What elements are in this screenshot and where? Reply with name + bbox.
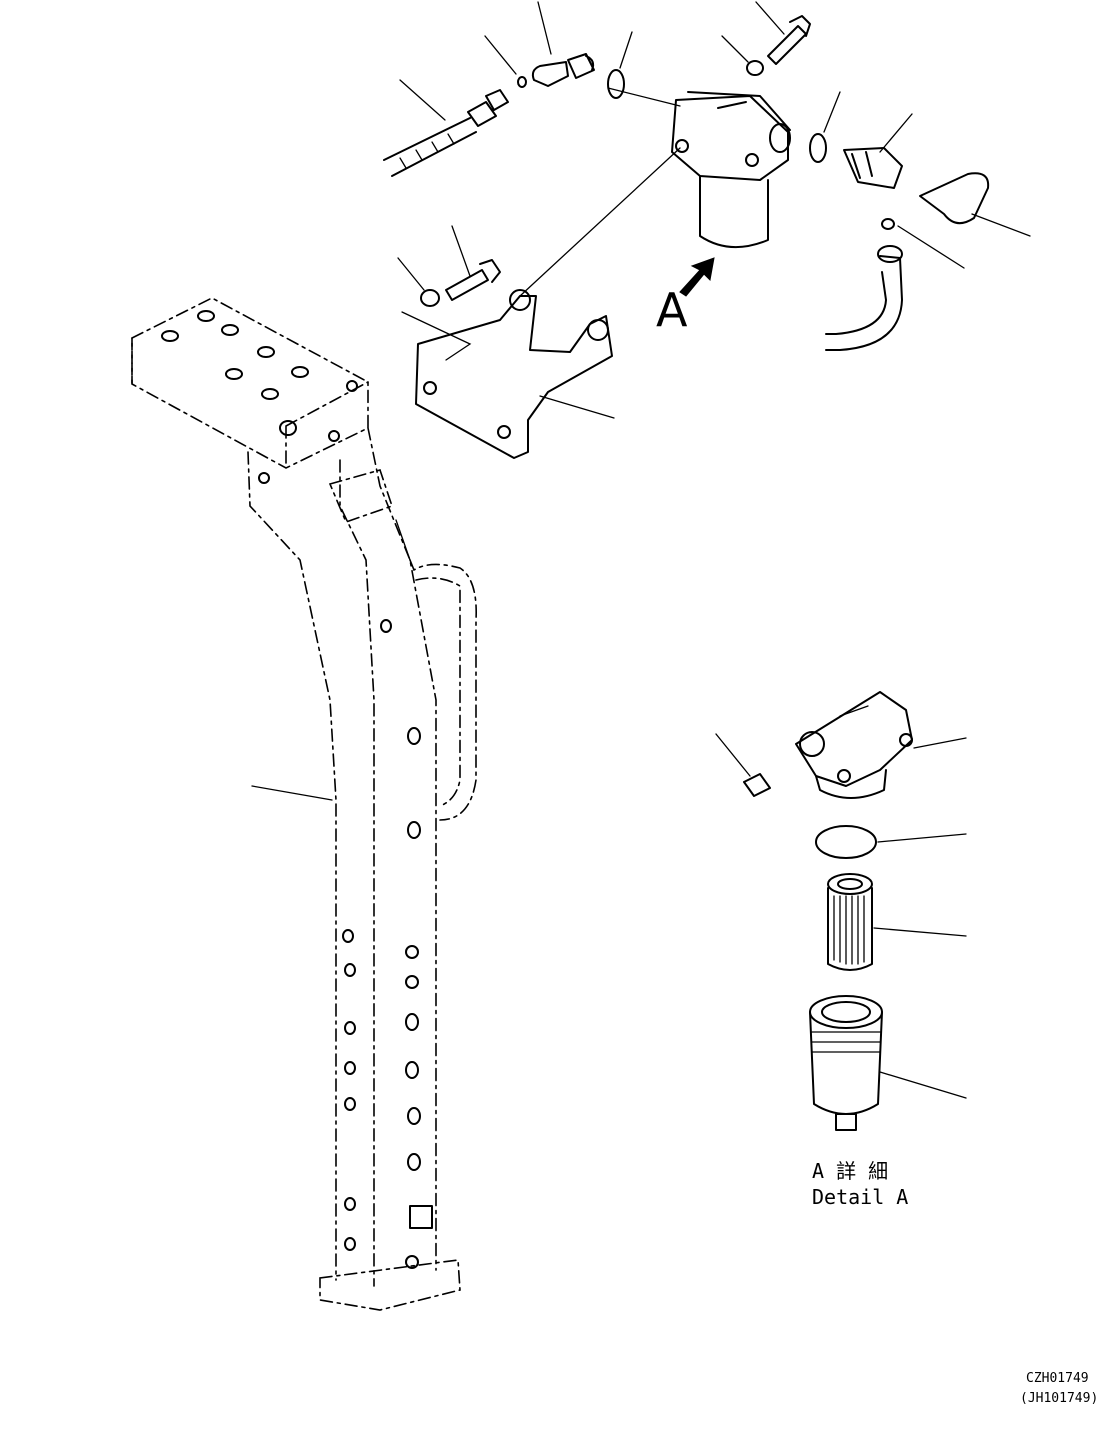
bracket-bolt [397,225,501,307]
detail-a-head [715,691,967,799]
mounting-bracket [401,289,615,459]
drawing-code: CZH01749 [1026,1371,1089,1386]
hose-upper-left [383,79,509,177]
detail-title-jp: A 詳 細 [812,1159,888,1183]
filter-assembly [519,87,791,297]
stand-holes [161,310,433,1269]
view-arrow-a: A [656,257,715,337]
right-fittings [809,91,1031,351]
bolt-top [721,1,811,76]
detail-a-element [827,873,967,971]
drawing-code-alt: (JH101749) [1020,1391,1096,1406]
detail-a-bowl [809,995,967,1131]
elbow-fitting-top [484,1,633,99]
stand-frame [131,297,477,1311]
detail-title-en: Detail A [812,1185,908,1209]
detail-a-oring [815,825,967,859]
view-label: A [656,283,688,337]
